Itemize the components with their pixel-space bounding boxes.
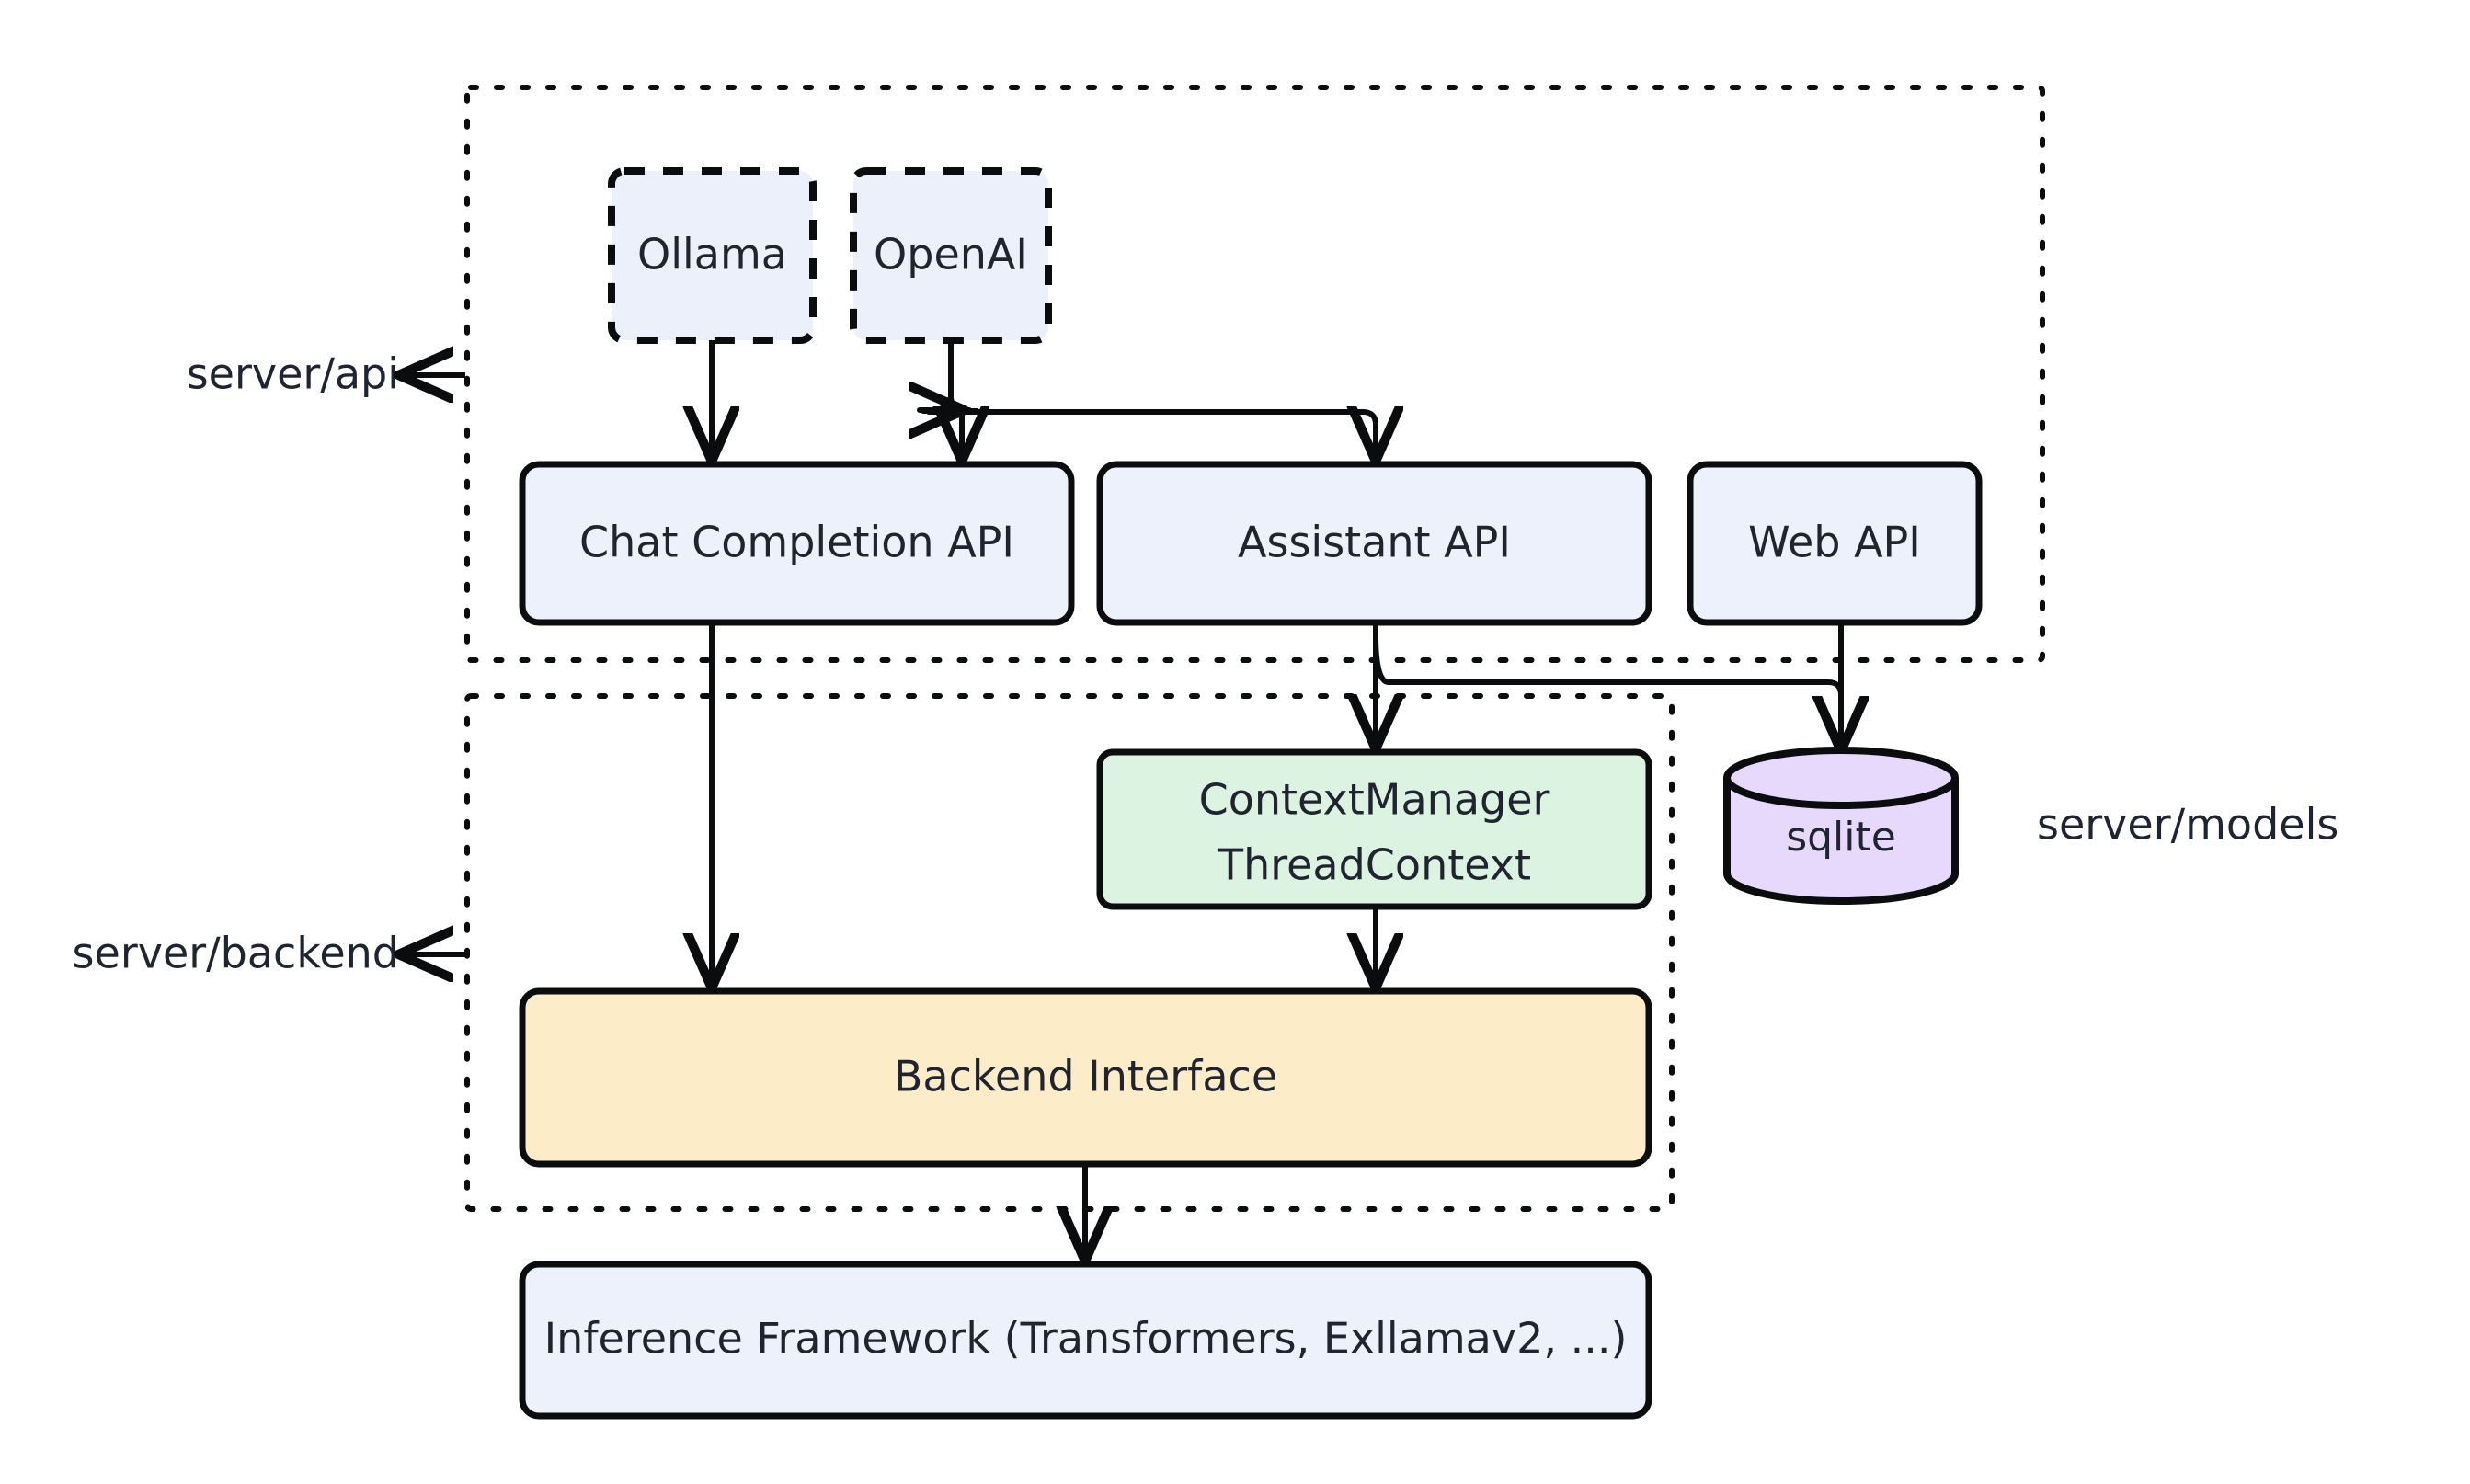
cluster-server-api — [464, 85, 2045, 663]
node-web-api-label: Web API — [1748, 518, 1921, 567]
edge-openai-right-horizontal — [948, 396, 1378, 451]
node-chat-completion-api-label: Chat Completion API — [579, 518, 1014, 567]
node-web-api[interactable]: Web API — [1687, 461, 1983, 626]
node-openai-label: OpenAI — [874, 230, 1028, 280]
edge-assistant-api-to-sqlite — [1373, 634, 1844, 726]
node-ollama-shape — [608, 167, 817, 344]
node-assistant-api-shape — [1096, 461, 1652, 626]
node-sqlite-label: sqlite — [1786, 814, 1896, 861]
node-assistant-api[interactable]: Assistant API — [1096, 461, 1652, 626]
node-backend-interface[interactable]: Backend Interface — [519, 987, 1652, 1168]
node-inference-framework-label: Inference Framework (Transformers, Exlla… — [544, 1314, 1628, 1364]
cluster-label-server-api: server/api — [187, 349, 399, 399]
node-assistant-api-label: Assistant API — [1238, 518, 1511, 567]
node-chat-completion-api[interactable]: Chat Completion API — [519, 461, 1075, 626]
node-inference-framework-shape — [519, 1261, 1652, 1420]
node-context-manager-label: ContextManager — [1199, 775, 1550, 825]
edge-openai-left-horizontal — [929, 409, 966, 425]
side-label-group: server/api server/backend server/models — [73, 349, 2338, 978]
node-openai-shape — [850, 167, 1052, 344]
node-ollama-label: Ollama — [637, 230, 787, 280]
node-backend-interface-shape — [519, 987, 1652, 1168]
cluster-label-server-models: server/models — [2037, 800, 2338, 850]
cluster-label-server-backend: server/backend — [73, 929, 399, 978]
cluster-group — [464, 85, 2045, 1212]
node-thread-context-label: ThreadContext — [1217, 840, 1531, 890]
node-ollama[interactable]: Ollama — [608, 167, 817, 344]
node-group: Ollama OpenAI Chat Completion API Assist… — [519, 167, 1983, 1420]
edge-group — [712, 340, 1841, 1257]
node-context-manager-shape — [1096, 748, 1652, 910]
node-sqlite[interactable]: sqlite — [1723, 747, 1959, 905]
cluster-server-backend — [464, 693, 1675, 1212]
node-sqlite-top-ellipse — [1723, 777, 1959, 809]
node-backend-interface-label: Backend Interface — [894, 1052, 1277, 1102]
node-inference-framework[interactable]: Inference Framework (Transformers, Exlla… — [519, 1261, 1652, 1420]
node-context-manager[interactable]: ContextManager ThreadContext — [1096, 748, 1652, 910]
node-openai[interactable]: OpenAI — [850, 167, 1052, 344]
node-web-api-shape — [1687, 461, 1983, 626]
node-chat-completion-api-shape — [519, 461, 1075, 626]
node-sqlite-shape — [1723, 747, 1959, 905]
